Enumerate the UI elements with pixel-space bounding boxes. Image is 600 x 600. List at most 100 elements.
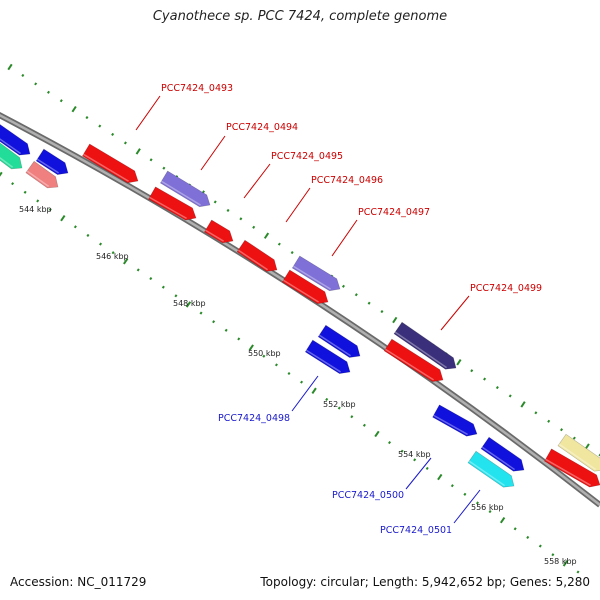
tick-mark [508, 394, 512, 398]
gene-label-pcc7424-0495[interactable]: PCC7424_0495 [271, 151, 343, 162]
tick-mark [470, 369, 474, 373]
gene-label-pcc7424-0501[interactable]: PCC7424_0501 [380, 525, 452, 536]
accession-text: Accession: NC_011729 [10, 575, 147, 589]
gene-arrow-highlight [205, 229, 224, 242]
tick-mark [161, 285, 165, 289]
tick-mark [337, 406, 341, 410]
tick-mark [174, 294, 178, 298]
tick-mark [23, 190, 27, 194]
gene-arrow[interactable] [393, 321, 457, 370]
gene-arrow-highlight [83, 153, 129, 182]
tick-mark [11, 182, 15, 186]
gene-arrow[interactable] [281, 269, 329, 305]
gene-arrow[interactable] [236, 239, 278, 272]
gene-arrow-highlight [0, 138, 22, 155]
tick-labels: 544 kbp 546 kbp 548 kbp 550 kbp 552 kbp … [19, 205, 577, 566]
tick-mark [111, 132, 115, 137]
tick-mark [252, 225, 256, 229]
gene-arrow[interactable] [148, 186, 197, 221]
tick-mark [456, 358, 462, 366]
tick-mark [262, 354, 266, 358]
tick-mark [350, 415, 354, 419]
gene-arrow[interactable] [432, 404, 478, 437]
gene-arrow-highlight [26, 170, 50, 188]
tick-mark [149, 277, 153, 281]
gene-arrow[interactable] [0, 142, 23, 170]
tick-mark [136, 268, 140, 272]
gene-arrow[interactable] [81, 143, 139, 184]
gene-arrow[interactable] [0, 120, 31, 156]
tick-mark [488, 510, 492, 514]
gene-label-pcc7424-0497[interactable]: PCC7424_0497 [358, 207, 430, 218]
gene-arrow[interactable] [291, 255, 341, 292]
gene-arrow[interactable] [203, 219, 234, 244]
tick-mark [400, 449, 404, 453]
tick-label: 554 kbp [398, 450, 431, 459]
tick-mark [300, 380, 304, 384]
tick-mark [425, 466, 429, 470]
genome-backbone [0, 112, 600, 508]
tick-mark [354, 293, 358, 297]
tick-label: 550 kbp [248, 349, 281, 358]
gene-arrow[interactable] [480, 436, 525, 472]
gene-arrow[interactable] [557, 433, 600, 472]
tick-mark [85, 116, 89, 120]
tick-mark [499, 517, 506, 524]
gene-arrow[interactable] [304, 339, 351, 374]
tick-mark [274, 363, 278, 367]
tick-mark [212, 320, 216, 324]
tick-mark [213, 200, 217, 204]
tick-mark [551, 553, 555, 557]
gene-label-pcc7424-0498[interactable]: PCC7424_0498 [218, 413, 290, 424]
gene-arrow-highlight [237, 249, 268, 271]
tick-mark [86, 233, 90, 237]
gene-arrow-highlight [149, 196, 187, 220]
gene-arrow-highlight [433, 414, 468, 436]
gene-label-pcc7424-0496[interactable]: PCC7424_0496 [311, 175, 383, 186]
gene-label-pcc7424-0499[interactable]: PCC7424_0499 [470, 283, 542, 294]
tick-mark [239, 217, 243, 221]
gene-arrow[interactable] [467, 450, 515, 488]
gene-arrow-highlight [318, 334, 351, 357]
tick-mark [36, 199, 40, 203]
gene-features [0, 120, 600, 488]
callout-lines [135, 95, 481, 524]
tick-mark [73, 225, 77, 229]
gene-arrow[interactable] [25, 160, 59, 189]
tick-mark [123, 258, 129, 265]
tick-mark [185, 301, 192, 308]
gene-arrow[interactable] [544, 448, 600, 488]
tick-mark [311, 387, 317, 394]
tick-mark [135, 148, 141, 155]
gene-arrow[interactable] [317, 324, 361, 358]
tick-mark [248, 344, 254, 351]
gene-arrow[interactable] [383, 338, 444, 382]
gene-arrow-highlight [0, 156, 14, 168]
gene-label-pcc7424-0494[interactable]: PCC7424_0494 [226, 122, 298, 133]
tick-mark [534, 411, 538, 415]
gene-arrow-highlight [545, 458, 591, 486]
tick-mark [48, 207, 52, 212]
tick-mark [392, 316, 398, 324]
tick-mark [59, 99, 63, 103]
gene-arrow-highlight [282, 279, 319, 303]
gene-arrow-highlight [384, 348, 434, 381]
gene-labels: PCC7424_0493 PCC7424_0494 PCC7424_0495 P… [161, 83, 542, 536]
tick-mark [374, 430, 380, 438]
tick-mark [495, 385, 499, 390]
gene-label-pcc7424-0493[interactable]: PCC7424_0493 [161, 83, 233, 94]
tick-label: 546 kbp [96, 252, 129, 261]
gene-arrow[interactable] [159, 170, 211, 208]
gene-arrow[interactable] [35, 148, 69, 175]
tick-mark [576, 570, 580, 574]
tick-mark [526, 535, 530, 540]
tick-label: 556 kbp [471, 503, 504, 512]
tick-mark [237, 337, 241, 341]
gene-arrow-highlight [305, 349, 341, 373]
tick-label: 544 kbp [19, 205, 52, 214]
tick-mark [362, 423, 366, 427]
tick-mark [560, 428, 564, 432]
gene-label-pcc7424-0500[interactable]: PCC7424_0500 [332, 490, 404, 501]
genome-stats-text: Topology: circular; Length: 5,942,652 bp… [260, 575, 590, 589]
